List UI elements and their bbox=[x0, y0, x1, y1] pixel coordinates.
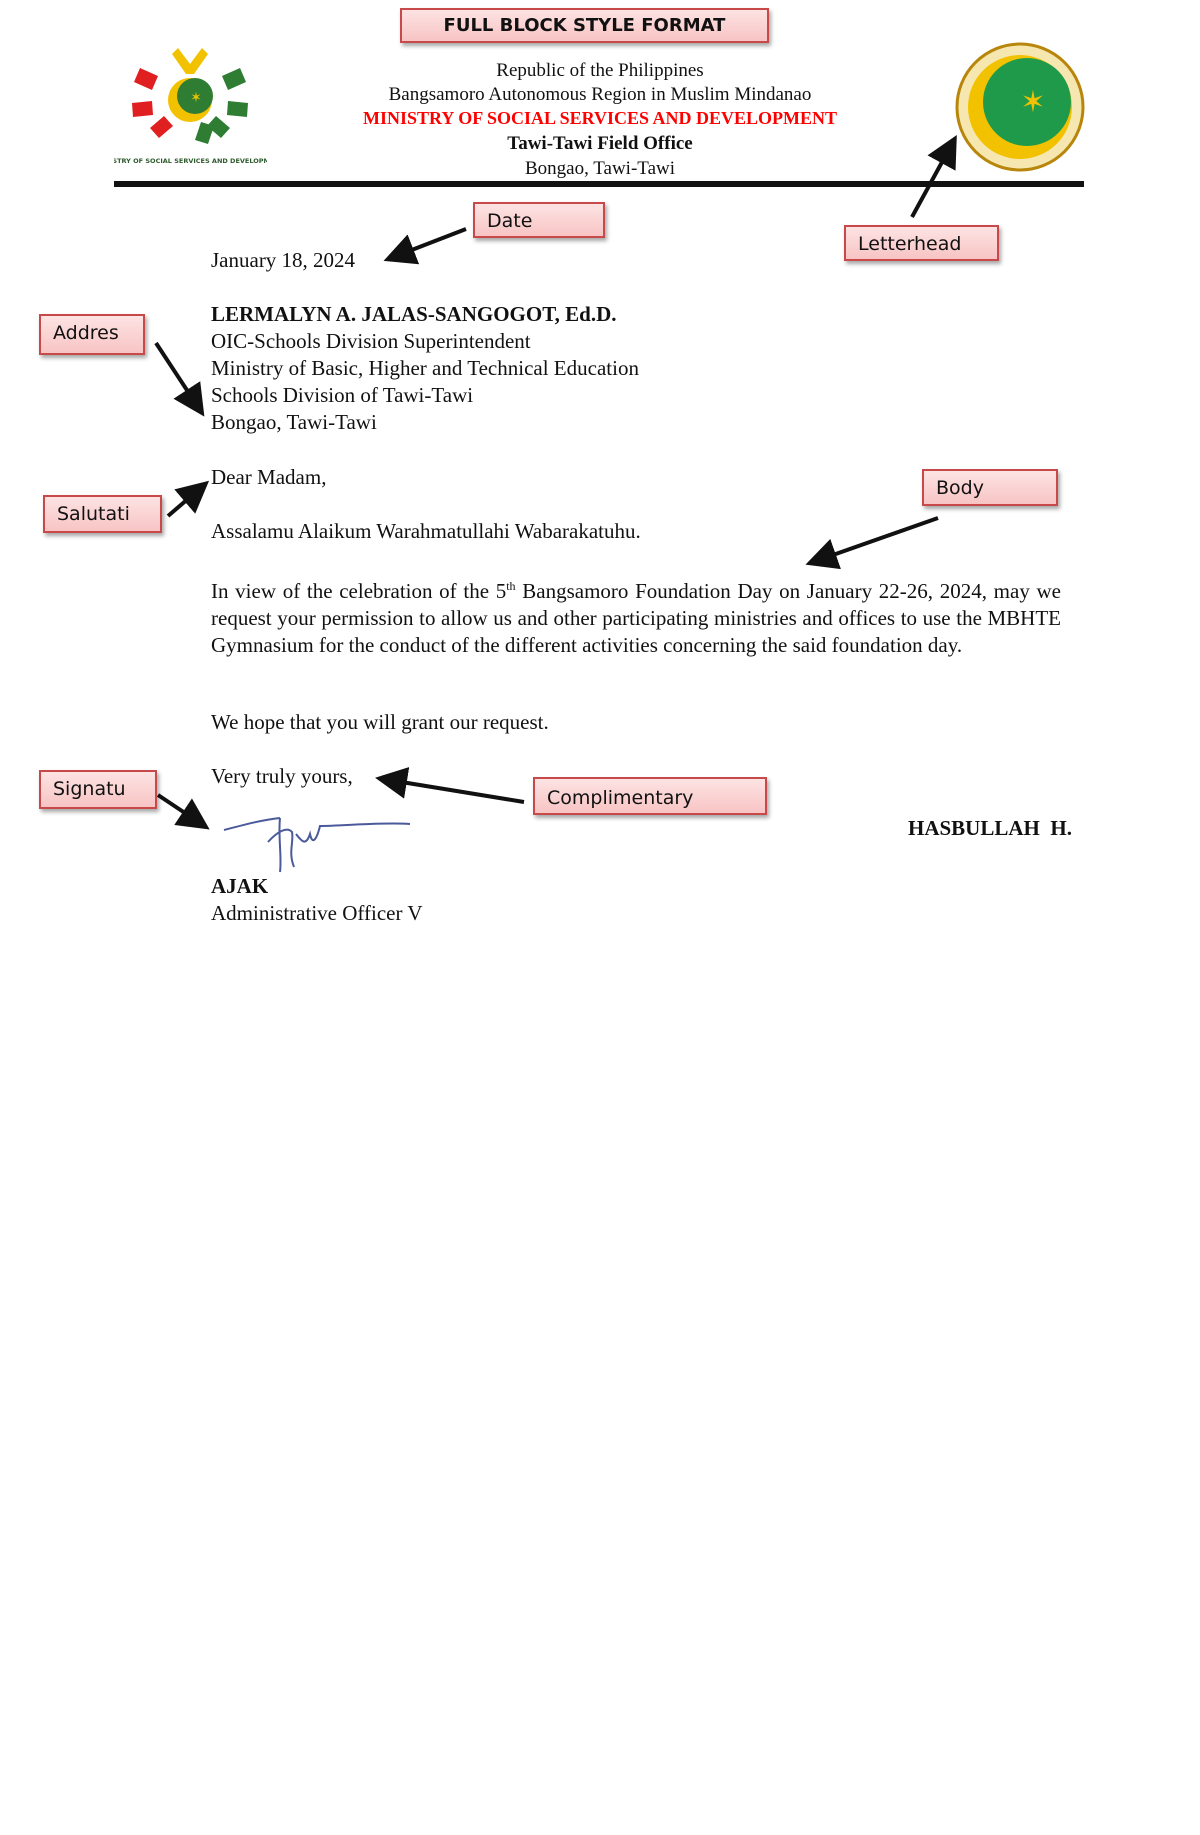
svg-text:✶: ✶ bbox=[1020, 86, 1045, 119]
letterhead-rule bbox=[114, 181, 1084, 187]
complimentary-label: Complimentary bbox=[533, 777, 767, 815]
letterhead-ministry: MINISTRY OF SOCIAL SERVICES AND DEVELOPM… bbox=[363, 108, 837, 128]
closing-line: We hope that you will grant our request. bbox=[211, 710, 549, 734]
annotation-arrows bbox=[154, 134, 957, 830]
signer-title: Administrative Officer V bbox=[211, 901, 423, 925]
salutation-label: Salutati bbox=[43, 495, 162, 533]
body-arrow bbox=[805, 516, 939, 570]
letterhead-line-1: Republic of the Philippines bbox=[496, 60, 704, 81]
signer-name-part2: AJAK bbox=[211, 874, 269, 898]
recipient-line: Ministry of Basic, Higher and Technical … bbox=[211, 356, 639, 380]
body-text: Bangsamoro Foundation Day on January 22-… bbox=[211, 579, 1062, 657]
greeting: Assalamu Alaikum Warahmatullahi Wabaraka… bbox=[211, 519, 641, 543]
salutation-arrow bbox=[166, 480, 210, 518]
letterhead-office: Tawi-Tawi Field Office bbox=[507, 133, 693, 154]
letterhead-location: Bongao, Tawi-Tawi bbox=[524, 158, 675, 179]
recipient-line: Schools Division of Tawi-Tawi bbox=[211, 383, 474, 407]
complimentary-close: Very truly yours, bbox=[211, 764, 353, 788]
body-label: Body bbox=[922, 469, 1058, 506]
signature-label: Signatu bbox=[39, 770, 157, 809]
signature-arrow bbox=[156, 793, 210, 830]
svg-text:✶: ✶ bbox=[190, 91, 202, 106]
date-arrow bbox=[383, 227, 467, 265]
signer-name-part1: HASBULLAH H. bbox=[908, 816, 1072, 840]
body-paragraph: In view of the celebration of the 5th Ba… bbox=[211, 573, 1061, 659]
handwritten-signature bbox=[223, 817, 411, 873]
recipient-line: Bongao, Tawi-Tawi bbox=[211, 410, 377, 434]
recipient-line: OIC-Schools Division Superintendent bbox=[211, 329, 531, 353]
title-label: FULL BLOCK STYLE FORMAT bbox=[400, 8, 769, 43]
letterhead-arrow bbox=[910, 134, 957, 218]
body-text: In view of the celebration of the 5 bbox=[211, 579, 507, 603]
letter-date: January 18, 2024 bbox=[211, 248, 356, 272]
complimentary-arrow bbox=[375, 767, 525, 804]
date-label: Date bbox=[473, 202, 605, 238]
body-superscript: th bbox=[506, 579, 516, 593]
recipient-name: LERMALYN A. JALAS-SANGOGOT, Ed.D. bbox=[211, 302, 617, 326]
address-arrow bbox=[154, 341, 205, 417]
salutation: Dear Madam, bbox=[211, 465, 327, 489]
letterhead-line-2: Bangsamoro Autonomous Region in Muslim M… bbox=[388, 84, 812, 105]
logo-caption: MINISTRY OF SOCIAL SERVICES AND DEVELOPM… bbox=[114, 157, 267, 165]
address-label: Addres bbox=[39, 314, 145, 355]
letterhead-label: Letterhead bbox=[844, 225, 999, 261]
mssd-logo: ✶ MINISTRY OF SOCIAL SERVICES AND DEVELO… bbox=[114, 48, 267, 165]
barmm-seal: ✶ bbox=[955, 42, 1085, 172]
